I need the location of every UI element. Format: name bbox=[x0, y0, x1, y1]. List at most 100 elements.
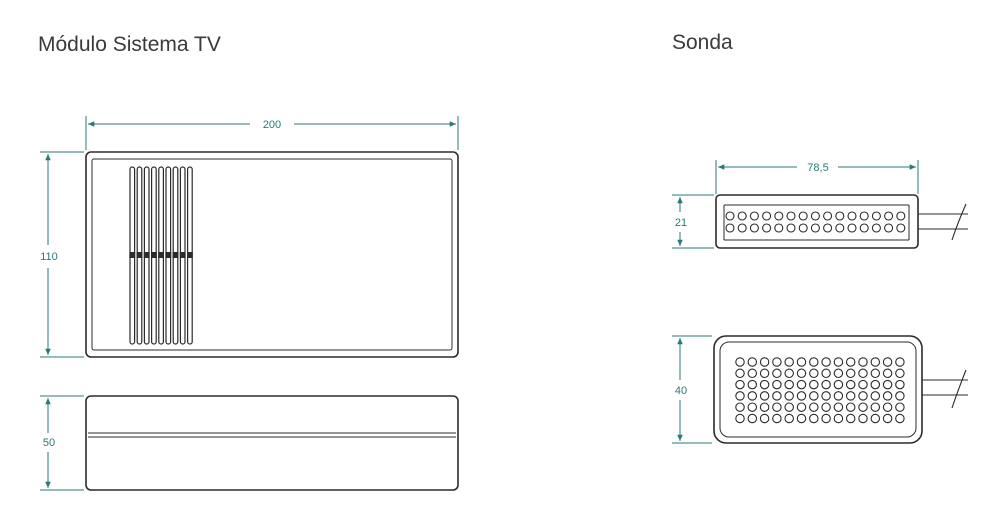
probe-hole bbox=[737, 211, 747, 221]
probe-hole bbox=[784, 391, 794, 401]
probe-hole bbox=[784, 379, 794, 390]
probe-hole bbox=[796, 413, 807, 424]
vent-slot-bridge bbox=[179, 252, 186, 258]
probe-hole bbox=[870, 368, 881, 379]
probe-hole bbox=[796, 368, 807, 379]
probe-hole bbox=[882, 379, 893, 390]
probe-hole bbox=[798, 211, 808, 221]
probe-hole bbox=[735, 379, 745, 390]
probe-hole bbox=[796, 357, 807, 367]
probe-hole bbox=[858, 402, 868, 412]
module-vent-slots bbox=[129, 166, 193, 345]
vent-slot-bridge bbox=[165, 252, 172, 258]
probe-height-dimension bbox=[672, 194, 714, 249]
probe-depth-label: 40 bbox=[675, 385, 687, 397]
probe-hole bbox=[845, 368, 856, 379]
probe-hole bbox=[772, 402, 782, 412]
probe-hole bbox=[845, 413, 856, 424]
probe-hole bbox=[871, 211, 881, 221]
vent-slot-bridge bbox=[136, 252, 143, 258]
probe-hole bbox=[821, 402, 831, 412]
probe-hole bbox=[772, 413, 782, 424]
probe-hole bbox=[882, 368, 893, 379]
probe-hole bbox=[858, 379, 868, 390]
module-width-label: 200 bbox=[263, 119, 281, 131]
probe-hole bbox=[809, 413, 819, 424]
probe-hole bbox=[895, 368, 905, 379]
probe-width-label: 78,5 bbox=[807, 162, 828, 174]
probe-hole bbox=[762, 223, 772, 233]
probe-hole bbox=[747, 391, 758, 401]
probe-hole bbox=[735, 368, 745, 379]
probe-hole bbox=[858, 391, 868, 401]
probe-hole bbox=[871, 223, 881, 233]
probe-hole bbox=[725, 223, 735, 233]
probe-hole bbox=[835, 211, 845, 221]
probe-hole bbox=[847, 211, 857, 221]
probe-title: Sonda bbox=[672, 31, 733, 54]
probe-hole bbox=[786, 223, 796, 233]
probe-hole bbox=[845, 357, 856, 367]
module-top-view bbox=[85, 151, 459, 358]
probe-hole bbox=[759, 379, 770, 390]
probe-hole bbox=[796, 391, 807, 401]
probe-depth-dimension bbox=[672, 335, 712, 444]
probe-hole bbox=[882, 413, 893, 424]
probe-hole bbox=[896, 223, 906, 233]
probe-hole bbox=[747, 402, 758, 412]
probe-hole bbox=[747, 357, 758, 367]
probe-hole bbox=[735, 391, 745, 401]
probe-hole bbox=[725, 211, 735, 221]
probe-hole bbox=[895, 379, 905, 390]
probe-hole bbox=[772, 357, 782, 367]
probe-hole bbox=[821, 379, 831, 390]
probe-height-label: 21 bbox=[675, 217, 687, 229]
probe-hole bbox=[833, 413, 844, 424]
probe-hole bbox=[895, 357, 905, 367]
probe-hole bbox=[809, 391, 819, 401]
module-title: Módulo Sistema TV bbox=[38, 33, 221, 56]
probe-hole bbox=[870, 402, 881, 412]
probe-hole bbox=[845, 391, 856, 401]
probe-hole bbox=[784, 357, 794, 367]
probe-hole bbox=[796, 402, 807, 412]
probe-hole bbox=[882, 391, 893, 401]
probe-hole bbox=[821, 368, 831, 379]
vent-slot-bridge bbox=[158, 252, 164, 258]
probe-hole bbox=[884, 211, 894, 221]
vent-slot-bridge bbox=[187, 252, 193, 258]
probe-hole bbox=[747, 379, 758, 390]
probe-hole bbox=[749, 223, 759, 233]
probe-hole bbox=[859, 223, 869, 233]
module-front-view bbox=[85, 395, 459, 491]
probe-hole bbox=[809, 402, 819, 412]
probe-hole bbox=[870, 357, 881, 367]
probe-hole bbox=[833, 368, 844, 379]
probe-hole bbox=[896, 211, 906, 221]
module-height-dimension bbox=[40, 395, 84, 491]
probe-hole bbox=[759, 402, 770, 412]
probe-hole bbox=[786, 211, 796, 221]
probe-hole bbox=[882, 402, 893, 412]
probe-hole bbox=[821, 391, 831, 401]
probe-hole bbox=[833, 357, 844, 367]
probe-hole bbox=[833, 379, 844, 390]
probe-hole bbox=[749, 211, 759, 221]
probe-hole bbox=[858, 368, 868, 379]
probe-hole bbox=[882, 357, 893, 367]
probe-hole bbox=[735, 357, 745, 367]
probe-hole bbox=[747, 413, 758, 424]
probe-hole bbox=[784, 413, 794, 424]
vent-slot-bridge bbox=[151, 252, 157, 258]
vent-slot-bridge bbox=[172, 252, 179, 258]
probe-hole bbox=[784, 368, 794, 379]
probe-top-view bbox=[713, 335, 923, 444]
vent-slot-bridge bbox=[143, 252, 150, 258]
probe-hole bbox=[759, 413, 770, 424]
probe-hole bbox=[809, 379, 819, 390]
probe-side-cable bbox=[918, 203, 968, 241]
probe-hole bbox=[772, 379, 782, 390]
probe-hole bbox=[895, 391, 905, 401]
probe-hole bbox=[858, 413, 868, 424]
